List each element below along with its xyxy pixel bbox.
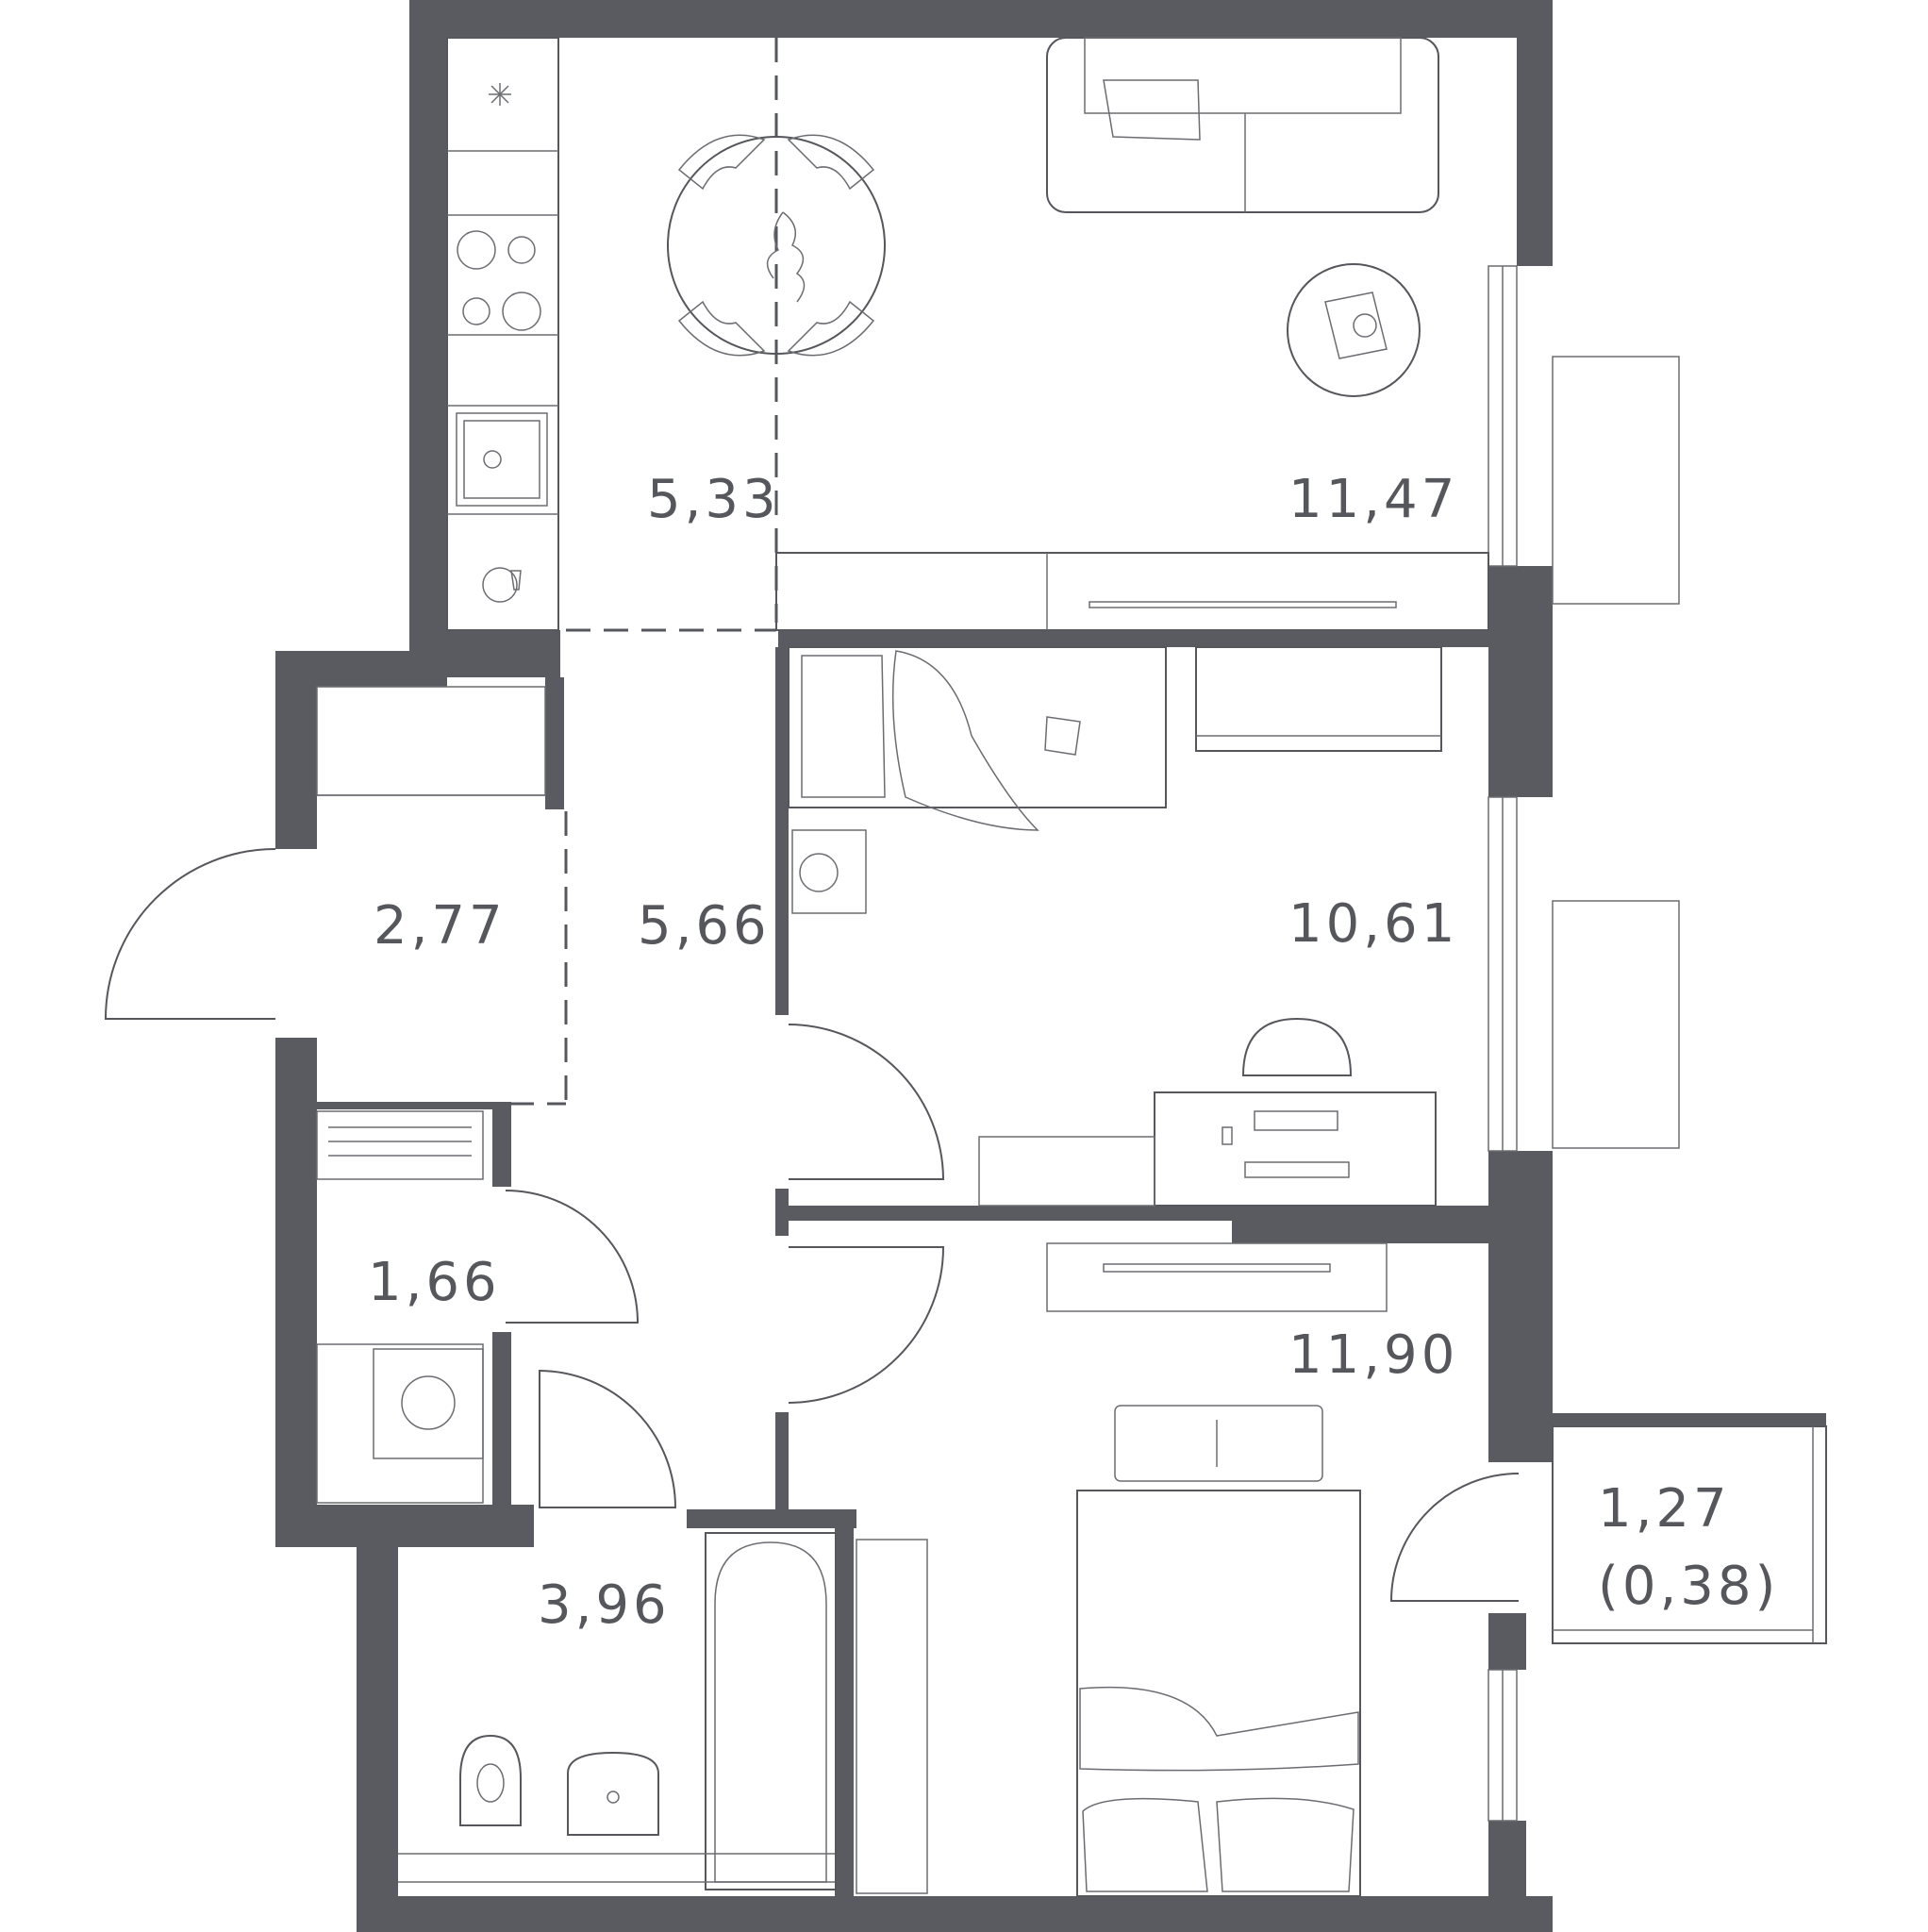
wall-left-kitchen — [409, 0, 447, 651]
area-bathroom: 3,96 — [538, 1574, 671, 1636]
tv-unit-2 — [1046, 1242, 1388, 1312]
wall-living-bedroom — [778, 630, 1490, 647]
bed-2 — [1076, 1490, 1361, 1897]
doors — [104, 848, 945, 1508]
sofa — [1046, 37, 1439, 213]
sink-icon — [456, 412, 548, 507]
storage-furniture — [316, 686, 546, 1504]
storage-door — [505, 1190, 640, 1324]
balcony-outline — [1552, 1425, 1827, 1644]
dishwasher-icon — [482, 567, 522, 603]
hall-closet — [316, 686, 546, 796]
area-corridor: 5,66 — [638, 895, 771, 957]
area-living: 11,47 — [1288, 469, 1458, 530]
bathroom-door — [539, 1369, 677, 1508]
wall-kitchen-stub — [447, 630, 560, 677]
bathroom-fixtures — [398, 1532, 928, 1894]
area-balcony-reduced: (0,38) — [1598, 1556, 1779, 1617]
bed-1 — [788, 646, 1167, 808]
wall-bottom — [357, 1896, 1553, 1932]
area-balcony: 1,27 — [1598, 1478, 1731, 1540]
washer-area — [316, 1343, 484, 1504]
desk-chair — [1241, 1017, 1353, 1076]
wall-storage-bottom — [317, 1505, 534, 1547]
wall-hall-left-upper — [275, 651, 317, 849]
kitchen-counter — [446, 37, 559, 631]
keyboard-icon — [1254, 1110, 1338, 1131]
monitor-icon — [1244, 1161, 1350, 1178]
stove-icon — [457, 230, 541, 331]
washing-machine — [373, 1348, 484, 1459]
area-bedroom-2: 11,90 — [1288, 1324, 1458, 1386]
plant-icon — [766, 211, 806, 303]
wall-closet-right — [545, 677, 564, 809]
balcony — [1389, 1413, 1827, 1644]
wall-bedroom1-left — [775, 647, 789, 1015]
washbasin — [567, 1751, 659, 1836]
wall-right-pier-1 — [1488, 566, 1553, 797]
coffee-table — [1287, 263, 1421, 397]
area-bedroom-1: 10,61 — [1288, 893, 1458, 955]
french-balcony-2 — [1552, 900, 1680, 1149]
wall-right-pier-2 — [1488, 1151, 1553, 1462]
walls — [275, 0, 1553, 1932]
tv-icon-2 — [1103, 1263, 1331, 1273]
area-labels: 5,33 11,47 2,77 5,66 10,61 1,66 11,90 3,… — [368, 469, 1779, 1636]
wall-right-top — [1517, 0, 1553, 266]
dining-table — [667, 136, 886, 355]
storage-shelves — [316, 1110, 484, 1180]
mouse-icon — [1222, 1126, 1233, 1145]
bedroom1-furniture — [788, 646, 1442, 1207]
french-balcony-1 — [1552, 356, 1680, 605]
tv-icon — [1089, 601, 1397, 608]
kitchen-furniture — [446, 37, 886, 631]
desk — [1154, 1091, 1437, 1207]
bedroom2-furniture — [1046, 1242, 1388, 1897]
wall-right-pier-3 — [1488, 1613, 1526, 1670]
toilet — [459, 1734, 522, 1826]
bath-shelf — [856, 1539, 928, 1894]
wall-storage-right-lower — [492, 1332, 511, 1511]
nightstand-1 — [791, 829, 867, 914]
balcony-door — [1389, 1473, 1520, 1602]
windows — [1488, 265, 1680, 1822]
area-storage: 1,66 — [368, 1252, 501, 1313]
bedroom2-door — [788, 1246, 945, 1404]
wall-bedroom-divider-thick — [1232, 1206, 1553, 1243]
living-furniture — [775, 37, 1489, 631]
bedroom1-door — [788, 1024, 945, 1180]
wall-bath-right — [835, 1509, 854, 1932]
headboard-bench — [1114, 1405, 1323, 1482]
area-hall-entry: 2,77 — [374, 895, 507, 957]
wardrobe-1 — [1195, 646, 1442, 752]
tv-unit — [775, 552, 1489, 631]
zone-lines — [509, 38, 778, 1106]
snowflake-icon — [489, 83, 511, 106]
entrance-door — [104, 848, 276, 1020]
area-kitchen: 5,33 — [647, 469, 780, 530]
wall-storage-right-upper — [492, 1102, 511, 1187]
wall-storage-top — [317, 1102, 511, 1109]
wall-bedroom-divider — [775, 1206, 1238, 1221]
wall-top — [409, 0, 1553, 38]
wall-bath-left — [357, 1547, 398, 1932]
bookshelf — [978, 1136, 1155, 1207]
dining-chairs — [677, 134, 875, 357]
balcony-rail-top — [1553, 1413, 1826, 1426]
bathtub — [705, 1532, 837, 1890]
wall-left-lower — [275, 1038, 317, 1547]
wall-bedroom2-left — [775, 1412, 789, 1521]
wall-bath-top — [687, 1509, 856, 1528]
